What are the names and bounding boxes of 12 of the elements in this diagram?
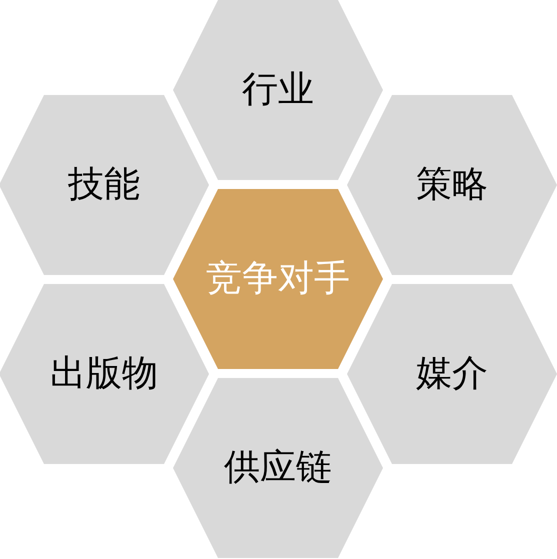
hexagon <box>173 189 383 369</box>
hexagon-label: 出版物 <box>50 354 158 394</box>
hexagon-label: 媒介 <box>416 354 488 394</box>
hexagon-label: 策略 <box>416 165 488 205</box>
hexagon-label: 竞争对手 <box>206 259 350 299</box>
hexagon-label: 供应链 <box>224 448 332 488</box>
hexagon <box>173 0 383 180</box>
hexagon <box>173 378 383 558</box>
hexagon-label: 技能 <box>68 165 140 205</box>
hexagon-label: 行业 <box>242 70 314 110</box>
hexagon <box>347 95 557 275</box>
hexagon <box>347 284 557 464</box>
